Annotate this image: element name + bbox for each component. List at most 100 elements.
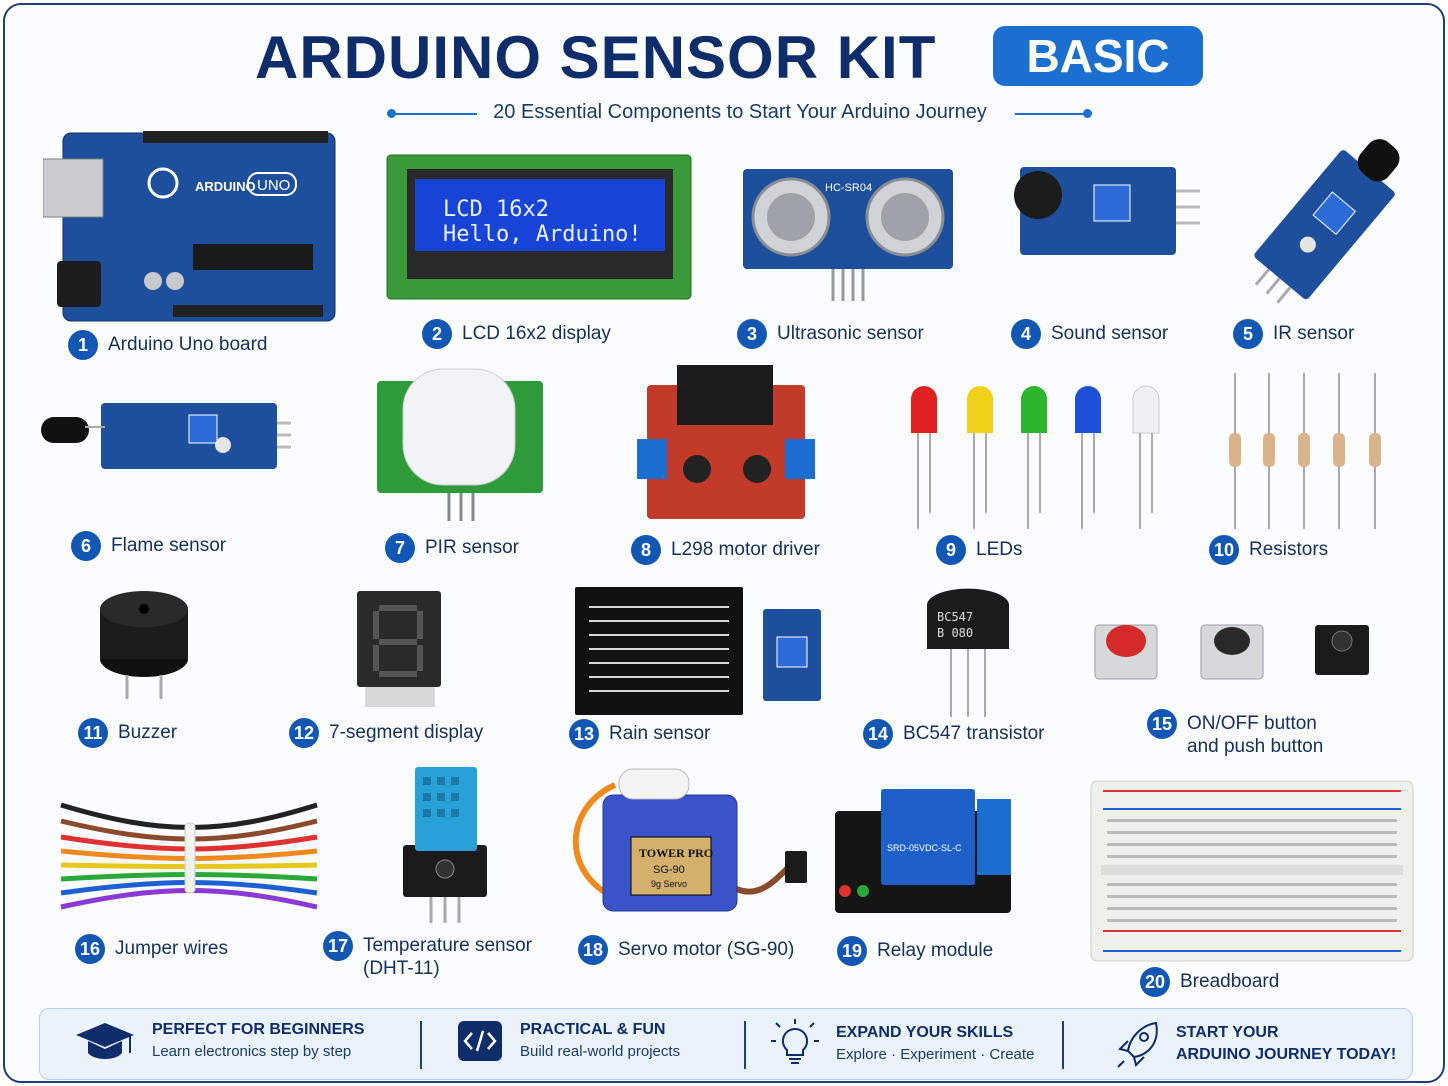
basic-badge: BASIC: [993, 26, 1203, 86]
component-number: 1: [68, 330, 98, 360]
component-number: 4: [1011, 319, 1041, 349]
footer-banner: PERFECT FOR BEGINNERS Learn electronics …: [39, 1008, 1413, 1080]
component-name: PIR sensor: [425, 537, 519, 558]
rain-sensor-image: [575, 587, 821, 715]
l298-motor-driver-image: [637, 365, 815, 519]
relay-module-image: SRD-05VDC-SL-C: [835, 789, 1011, 913]
component-name: Jumper wires: [115, 938, 228, 959]
component-label-15: 15 ON/OFF button and push button: [1147, 709, 1323, 758]
component-name: IR sensor: [1273, 323, 1355, 344]
component-name: L298 motor driver: [671, 539, 820, 560]
component-name-line-1: Temperature sensor: [363, 935, 532, 956]
component-name-line-2: and push button: [1187, 736, 1324, 757]
footer-text: ARDUINO JOURNEY TODAY!: [1176, 1046, 1397, 1063]
ultrasonic-sensor-image: HC-SR04: [743, 169, 953, 301]
component-name: Buzzer: [118, 722, 178, 743]
kit-poster: ARDUINO SENSOR KIT BASIC 20 Essential Co…: [3, 3, 1445, 1083]
component-number: 14: [863, 719, 893, 749]
footer-item-start: START YOUR ARDUINO JOURNEY TODAY!: [1116, 1019, 1396, 1069]
servo-model-text: SG-90: [653, 864, 685, 876]
flame-sensor-image: [41, 403, 291, 469]
footer-text: Learn electronics step by step: [152, 1043, 352, 1060]
servo-motor-image: TOWER PRO SG-90 9g Servo: [572, 768, 807, 912]
component-name: LCD 16x2 display: [462, 323, 611, 344]
component-name: Sound sensor: [1051, 323, 1169, 344]
component-name: 7-segment display: [329, 722, 484, 743]
component-label-10: 10 Resistors: [1209, 535, 1328, 565]
uno-model-text: UNO: [257, 177, 290, 194]
component-label-18: 18 Servo motor (SG-90): [578, 935, 794, 965]
footer-divider: [420, 1021, 422, 1069]
component-name: Ultrasonic sensor: [777, 323, 924, 344]
subtitle-dot-right: [1083, 109, 1092, 118]
footer-item-beginners: PERFECT FOR BEGINNERS Learn electronics …: [74, 1019, 364, 1063]
component-number: 17: [323, 931, 353, 961]
footer-title: START YOUR: [1176, 1024, 1279, 1041]
component-name: Temperature sensor (DHT-11): [363, 931, 532, 980]
jumper-wires-image: [60, 802, 318, 910]
servo-sub-text: 9g Servo: [651, 879, 687, 889]
component-label-9: 9 LEDs: [936, 535, 1022, 565]
page-title: ARDUINO SENSOR KIT: [255, 24, 937, 91]
ir-sensor-image: [1254, 139, 1400, 304]
component-number: 3: [737, 319, 767, 349]
relay-model-text: SRD-05VDC-SL-C: [887, 843, 962, 853]
seven-segment-display-image: [357, 591, 441, 707]
component-label-1: 1 Arduino Uno board: [68, 330, 268, 360]
breadboard-image: [1090, 780, 1414, 962]
component-number: 15: [1147, 709, 1177, 739]
component-name: LEDs: [976, 539, 1023, 560]
component-label-4: 4 Sound sensor: [1011, 319, 1168, 349]
transistor-line-2: B 080: [937, 626, 973, 640]
transistor-line-1: BC547: [937, 610, 973, 624]
component-label-12: 12 7-segment display: [289, 718, 483, 748]
subtitle-rule-left: [393, 113, 477, 115]
component-number: 20: [1140, 967, 1170, 997]
component-label-7: 7 PIR sensor: [385, 533, 519, 563]
component-number: 16: [75, 934, 105, 964]
arduino-uno-image: ARDUINO UNO: [43, 131, 336, 322]
component-label-5: 5 IR sensor: [1233, 319, 1354, 349]
component-number: 18: [578, 935, 608, 965]
pir-sensor-image: [377, 368, 543, 521]
component-label-20: 20 Breadboard: [1140, 967, 1279, 997]
component-label-13: 13 Rain sensor: [569, 719, 710, 749]
component-label-2: 2 LCD 16x2 display: [422, 319, 611, 349]
component-number: 12: [289, 718, 319, 748]
push-buttons-image: [1094, 624, 1369, 680]
footer-item-practical: PRACTICAL & FUN Build real-world project…: [456, 1019, 680, 1063]
component-label-19: 19 Relay module: [837, 936, 993, 966]
footer-text: Explore · Experiment · Create: [836, 1046, 1035, 1063]
component-label-17: 17 Temperature sensor (DHT-11): [323, 931, 532, 980]
component-label-11: 11 Buzzer: [78, 718, 177, 748]
dht11-sensor-image: [403, 767, 487, 923]
component-label-16: 16 Jumper wires: [75, 934, 228, 964]
component-number: 10: [1209, 535, 1239, 565]
component-label-8: 8 L298 motor driver: [631, 535, 820, 565]
lcd-line-2: Hello, Arduino!: [443, 222, 642, 247]
component-label-14: 14 BC547 transistor: [863, 719, 1045, 749]
lightbulb-icon: [771, 1019, 819, 1064]
lcd-display-image: LCD 16x2 Hello, Arduino!: [386, 154, 692, 300]
subtitle-dot-left: [387, 109, 396, 118]
footer-divider: [1062, 1021, 1064, 1069]
uno-brand-text: ARDUINO: [195, 179, 256, 194]
component-number: 2: [422, 319, 452, 349]
servo-brand-text: TOWER PRO: [639, 846, 713, 860]
component-name: Arduino Uno board: [108, 334, 268, 355]
footer-divider: [744, 1021, 746, 1069]
code-icon: [458, 1021, 502, 1061]
component-number: 19: [837, 936, 867, 966]
component-number: 7: [385, 533, 415, 563]
footer-text: Build real-world projects: [520, 1043, 681, 1060]
bc547-transistor-image: BC547 B 080: [927, 588, 1009, 717]
leds-image: [911, 385, 1160, 529]
graduation-cap-icon: [76, 1023, 134, 1059]
component-name: Resistors: [1249, 539, 1329, 560]
component-name: ON/OFF button and push button: [1187, 709, 1323, 758]
component-name-line-1: ON/OFF button: [1187, 713, 1317, 734]
component-name: Flame sensor: [111, 535, 227, 556]
component-name: BC547 transistor: [903, 723, 1045, 744]
component-number: 8: [631, 535, 661, 565]
footer-title: PERFECT FOR BEGINNERS: [152, 1021, 365, 1038]
